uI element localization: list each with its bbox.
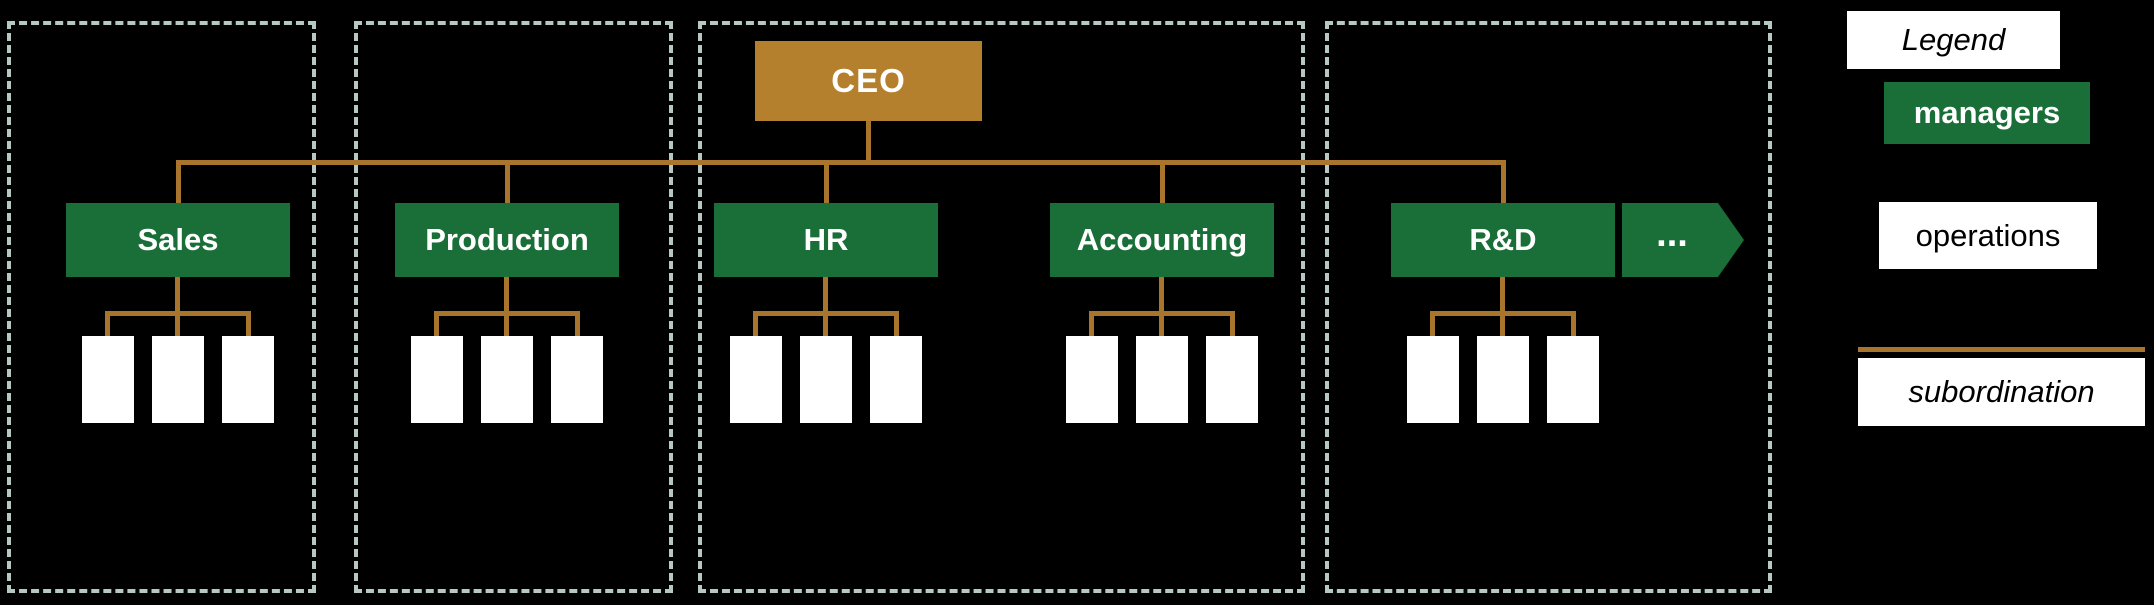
connector-op-drop <box>1159 311 1164 336</box>
operation-box <box>1407 336 1459 423</box>
connector-op-drop <box>575 311 580 336</box>
connector-drop-accounting <box>1160 160 1165 203</box>
connector-op-drop <box>175 311 180 336</box>
connector-op-drop <box>753 311 758 336</box>
connector-op-drop <box>1230 311 1235 336</box>
group-border-rd <box>1325 21 1772 593</box>
connector-op-drop <box>1430 311 1435 336</box>
connector-dept-stem <box>1500 277 1505 316</box>
connector-op-drop <box>894 311 899 336</box>
connector-drop-hr <box>824 160 829 203</box>
operation-box <box>800 336 852 423</box>
dept-box-hr: HR <box>714 203 938 277</box>
dept-group-production: Production <box>395 203 619 425</box>
operation-box <box>551 336 603 423</box>
operation-box <box>870 336 922 423</box>
connector-op-drop <box>1500 311 1505 336</box>
operation-box <box>82 336 134 423</box>
dept-group-hr: HR <box>714 203 938 425</box>
connector-op-drop <box>823 311 828 336</box>
legend-operations-swatch: operations <box>1879 202 2097 269</box>
operation-box <box>1136 336 1188 423</box>
connector-op-drop <box>504 311 509 336</box>
connector-op-drop <box>246 311 251 336</box>
dept-box-production: Production <box>395 203 619 277</box>
dept-box-sales: Sales <box>66 203 290 277</box>
operation-box <box>730 336 782 423</box>
operation-box <box>152 336 204 423</box>
connector-main-bus <box>176 160 1506 165</box>
operation-box <box>1477 336 1529 423</box>
dept-group-accounting: Accounting <box>1050 203 1274 425</box>
connector-op-drop <box>1571 311 1576 336</box>
connector-dept-stem <box>823 277 828 316</box>
connector-dept-stem <box>175 277 180 316</box>
more-departments-pennant: ... <box>1622 203 1744 277</box>
group-border-sales <box>7 21 316 593</box>
connector-op-drop <box>105 311 110 336</box>
ceo-box: CEO <box>755 41 982 121</box>
connector-dept-stem <box>1159 277 1164 316</box>
legend-subordination-line <box>1858 347 2145 352</box>
operation-box <box>1206 336 1258 423</box>
operation-box <box>411 336 463 423</box>
dept-box-accounting: Accounting <box>1050 203 1274 277</box>
operation-box <box>222 336 274 423</box>
legend-subordination-label: subordination <box>1858 358 2145 426</box>
dept-group-sales: Sales <box>66 203 290 425</box>
dept-group-rd: R&D <box>1391 203 1615 425</box>
legend-managers-swatch: managers <box>1884 82 2090 144</box>
connector-op-drop <box>434 311 439 336</box>
connector-dept-stem <box>504 277 509 316</box>
connector-op-drop <box>1089 311 1094 336</box>
connector-drop-sales <box>176 160 181 203</box>
legend-title: Legend <box>1847 11 2060 69</box>
operation-box <box>1066 336 1118 423</box>
connector-drop-production <box>505 160 510 203</box>
operation-box <box>1547 336 1599 423</box>
dept-box-rd: R&D <box>1391 203 1615 277</box>
connector-ceo-stem <box>866 118 871 165</box>
group-border-production <box>354 21 673 593</box>
connector-drop-rd <box>1501 160 1506 203</box>
operation-box <box>481 336 533 423</box>
group-border-ceo-hr-accounting <box>698 21 1305 593</box>
